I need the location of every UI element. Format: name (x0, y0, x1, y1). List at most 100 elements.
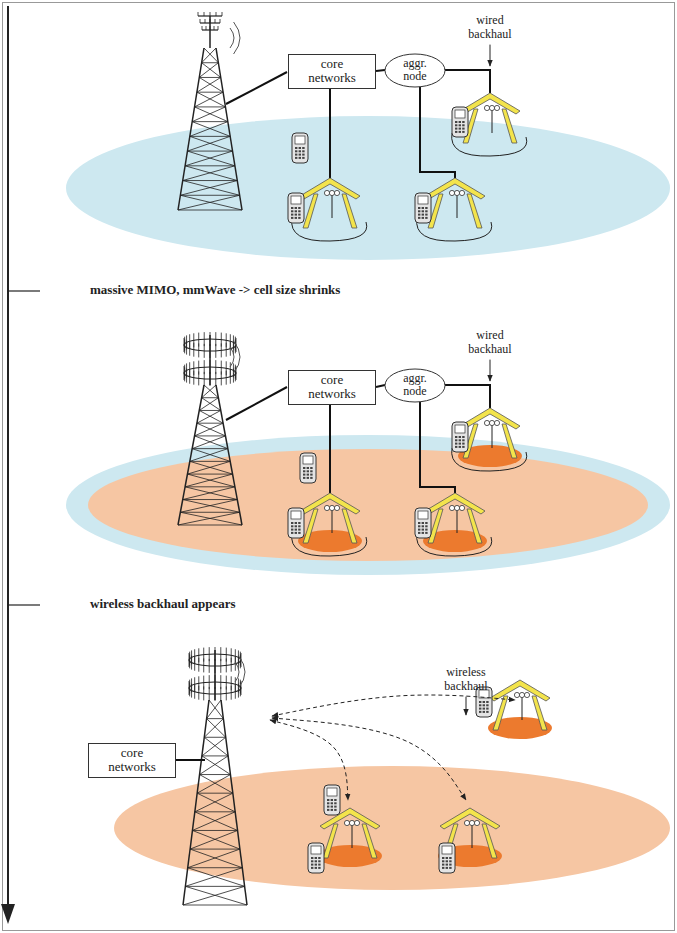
lattice-bar (183, 499, 238, 500)
phone-body (415, 508, 431, 538)
node-label: aggr. node (395, 57, 435, 83)
lattice-bar (197, 793, 233, 794)
antenna-element (215, 647, 216, 661)
antenna-element (186, 335, 187, 349)
antenna-element (189, 652, 190, 666)
cell-antenna-element (459, 190, 464, 195)
phone-key (479, 711, 481, 713)
lattice-bar (187, 136, 230, 151)
antenna-element (198, 361, 199, 375)
phone-key (459, 121, 461, 123)
lattice-bar (190, 461, 233, 474)
backhaul-connector (376, 385, 385, 387)
tower-leg (216, 385, 242, 525)
cell-leg (493, 696, 508, 730)
phone-key (318, 864, 320, 866)
tower-link (226, 72, 287, 104)
phone-body (288, 508, 304, 538)
lattice-bar (180, 195, 242, 210)
lattice-bar (202, 755, 228, 756)
phone-key (303, 467, 305, 469)
aggregation-node: aggr. node (384, 53, 446, 88)
antenna-element (194, 649, 195, 663)
phone-key (299, 147, 301, 149)
phone-key (418, 214, 420, 216)
phone-key (459, 439, 461, 441)
lattice-bar (192, 830, 239, 849)
radio-wave (235, 662, 239, 682)
antenna-element (238, 650, 239, 664)
lattice-bar (180, 512, 242, 525)
antenna-element (203, 648, 204, 662)
cell-antenna-element (489, 420, 494, 425)
core-network-box: core networks (88, 743, 176, 778)
shrunk-cell-area (114, 766, 670, 890)
lattice-bar (180, 512, 239, 513)
phone-key (459, 443, 461, 445)
mobile-phone (415, 508, 431, 538)
lattice-bar (207, 718, 224, 719)
antenna-element (210, 26, 211, 30)
phone-key (455, 443, 457, 445)
small-cell (438, 808, 502, 867)
phone-body (308, 843, 324, 873)
lattice-bar (190, 830, 237, 849)
phone-key (291, 532, 293, 534)
mobile-phone (415, 193, 431, 223)
antenna-element (210, 372, 211, 386)
phone-screen (418, 511, 428, 519)
lattice-bar (192, 121, 228, 122)
small-cell (488, 680, 552, 739)
lattice-bar (190, 849, 240, 850)
phone-key (425, 217, 427, 219)
phone-key (486, 704, 488, 706)
phone-key (483, 708, 485, 710)
phone-key (311, 864, 313, 866)
phone-key (327, 809, 329, 811)
radio-wave (239, 656, 245, 688)
core-network-box: core networks (288, 370, 376, 405)
phone-key (295, 522, 297, 524)
macro-cell-area (66, 116, 670, 260)
antenna-element (198, 648, 199, 662)
phone-screen (295, 136, 305, 144)
phone-key (425, 529, 427, 531)
phone-key (462, 124, 464, 126)
lattice-bar (190, 122, 228, 137)
antenna-element (226, 361, 227, 375)
lattice-bar (192, 449, 230, 462)
cell-leg (342, 194, 357, 228)
antenna-element (238, 678, 239, 692)
cell-leg (532, 696, 547, 730)
phone-key (311, 857, 313, 859)
phone-key (298, 210, 300, 212)
node-label: core networks (300, 57, 364, 86)
phone-key (422, 214, 424, 216)
phone-key (295, 154, 297, 156)
phone-key (425, 525, 427, 527)
lattice-bar (192, 448, 228, 449)
antenna-element (235, 649, 236, 663)
phone-key (462, 439, 464, 441)
lattice-bar (178, 195, 240, 210)
cell-antenna-element (484, 105, 489, 110)
phone-body (439, 843, 455, 873)
antenna-element (221, 333, 222, 347)
mobile-phone (308, 843, 324, 873)
phone-key (295, 214, 297, 216)
antenna-element (215, 687, 216, 701)
lattice-bar (199, 410, 223, 423)
lattice-bar (204, 737, 225, 738)
phone-key (425, 210, 427, 212)
radio-wave (230, 347, 234, 367)
mobile-phone (452, 107, 468, 137)
cell-leg (467, 509, 482, 543)
node-label: core networks (300, 373, 364, 402)
lattice-bar (202, 397, 219, 398)
ellipse-outline (385, 54, 445, 87)
mobile-phone (439, 843, 455, 873)
phone-key (295, 525, 297, 527)
phone-key (331, 809, 333, 811)
backhaul-connector (376, 70, 385, 71)
